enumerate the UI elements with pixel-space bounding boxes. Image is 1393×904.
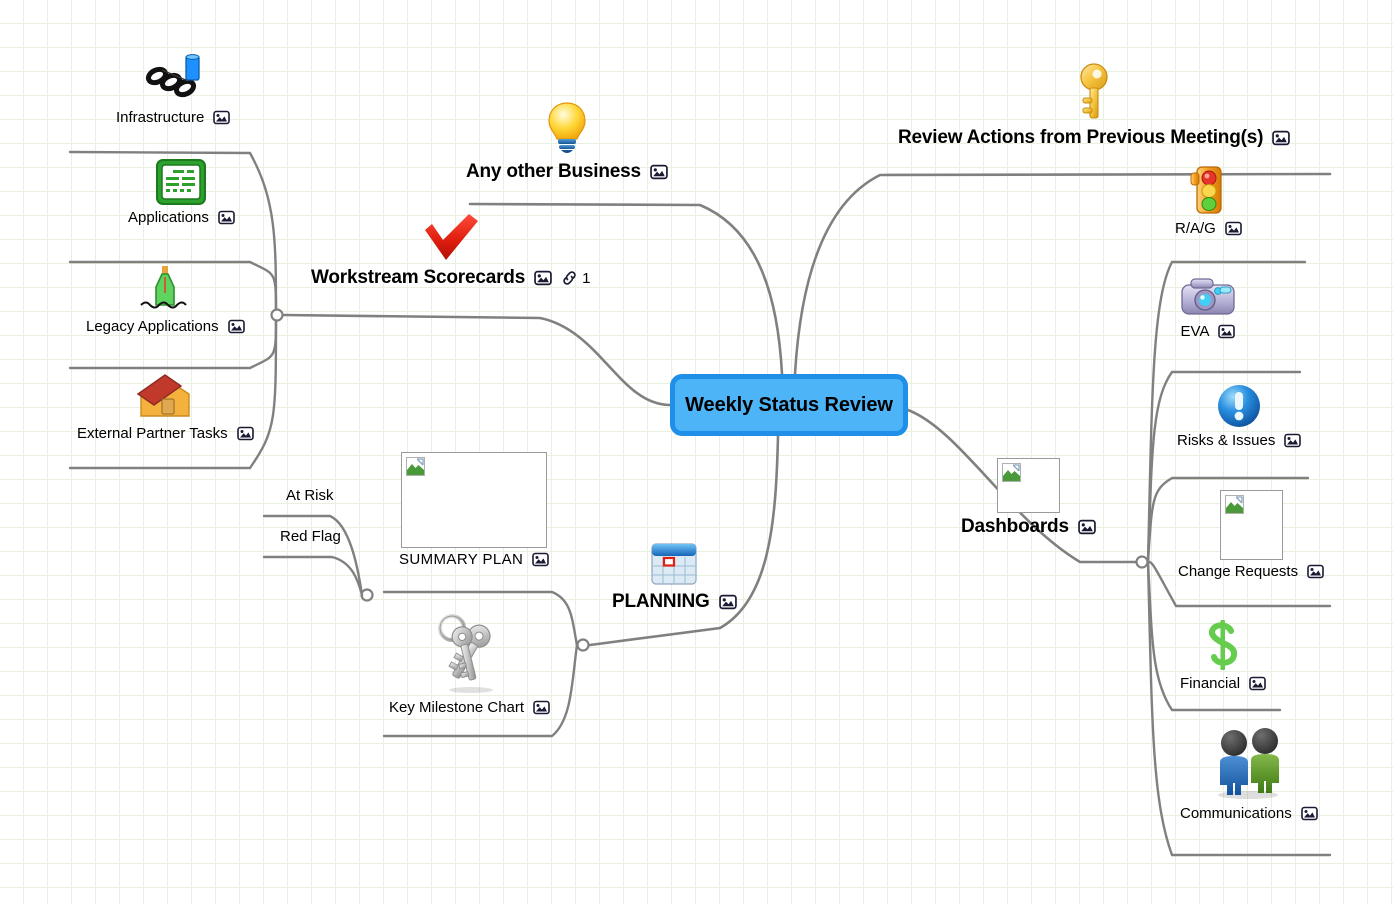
node-applications[interactable]: Applications xyxy=(128,158,235,226)
node-summary-plan[interactable]: SUMMARY PLAN xyxy=(399,452,550,568)
two-people-icon xyxy=(1210,726,1288,802)
node-label: Key Milestone Chart xyxy=(389,699,525,716)
node-change-requests[interactable]: Change Requests xyxy=(1178,490,1324,580)
hyperlink-count: 1 xyxy=(582,269,591,287)
red-checkmark-icon xyxy=(419,212,483,264)
broken-image-glyph xyxy=(406,457,426,481)
calendar-icon xyxy=(649,540,699,588)
node-label: PLANNING xyxy=(612,591,710,612)
node-label: Any other Business xyxy=(466,161,641,182)
message-in-bottle-icon xyxy=(138,263,192,315)
node-label: R/A/G xyxy=(1175,220,1216,237)
green-form-icon xyxy=(155,158,207,206)
picture-attachment-icon[interactable] xyxy=(1284,433,1302,448)
node-external-partner-tasks[interactable]: External Partner Tasks xyxy=(77,372,254,442)
label-row-communications: Communications xyxy=(1180,805,1318,822)
node-dashboards[interactable]: Dashboards xyxy=(961,458,1096,538)
node-label: External Partner Tasks xyxy=(77,425,228,442)
broken-image-icon xyxy=(401,452,548,548)
picture-attachment-icon[interactable] xyxy=(236,426,254,441)
node-planning[interactable]: PLANNING xyxy=(612,540,737,613)
picture-attachment-icon[interactable] xyxy=(227,319,245,334)
picture-attachment-icon[interactable] xyxy=(1078,519,1096,535)
picture-attachment-icon[interactable] xyxy=(1272,130,1291,146)
node-label: Dashboards xyxy=(961,516,1069,537)
node-risks-and-issues[interactable]: Risks & Issues xyxy=(1177,383,1302,449)
node-label: Review Actions from Previous Meeting(s) xyxy=(898,127,1264,148)
node-label: Red Flag xyxy=(280,528,341,545)
silver-keys-icon xyxy=(427,610,513,696)
node-eva[interactable]: EVA xyxy=(1179,274,1237,340)
node-review-actions-previous-meetings[interactable]: Review Actions from Previous Meeting(s) xyxy=(898,62,1291,149)
picture-attachment-icon[interactable] xyxy=(650,164,668,180)
broken-image-icon xyxy=(1219,490,1283,560)
node-financial[interactable]: Financial xyxy=(1180,618,1266,692)
label-row-rag: R/A/G xyxy=(1175,220,1242,237)
node-at-risk[interactable]: At Risk xyxy=(286,487,334,504)
picture-attachment-icon[interactable] xyxy=(1218,324,1236,339)
label-row-infrastructure: Infrastructure xyxy=(116,109,231,126)
picture-attachment-icon[interactable] xyxy=(1225,221,1242,236)
picture-attachment-icon[interactable] xyxy=(1249,676,1266,691)
picture-attachment-icon[interactable] xyxy=(213,110,231,125)
node-label: Risks & Issues xyxy=(1177,432,1276,449)
central-node-label: Weekly Status Review xyxy=(685,393,893,416)
picture-attachment-icon[interactable] xyxy=(218,210,235,225)
label-row-any-other-business: Any other Business xyxy=(466,161,668,183)
label-row-workstream-scorecards: Workstream Scorecards 1 xyxy=(311,267,590,289)
picture-attachment-icon[interactable] xyxy=(533,700,550,715)
lightbulb-icon xyxy=(545,100,589,158)
picture-attachment-icon[interactable] xyxy=(532,552,550,567)
central-node-weekly-status-review[interactable]: Weekly Status Review xyxy=(670,374,908,436)
node-label: SUMMARY PLAN xyxy=(399,551,524,568)
label-row-external-partner-tasks: External Partner Tasks xyxy=(77,425,254,442)
label-row-key-milestone-chart: Key Milestone Chart xyxy=(389,699,550,716)
node-label: EVA xyxy=(1180,323,1210,340)
node-label: Infrastructure xyxy=(116,109,205,126)
label-row-summary-plan: SUMMARY PLAN xyxy=(399,551,550,568)
broken-image-glyph xyxy=(1001,463,1021,487)
label-row-legacy-applications: Legacy Applications xyxy=(86,318,245,335)
node-label: Workstream Scorecards xyxy=(311,267,526,288)
node-key-milestone-chart[interactable]: Key Milestone Chart xyxy=(389,610,550,716)
blue-exclamation-icon xyxy=(1216,383,1262,429)
node-label: Applications xyxy=(128,209,209,226)
label-row-risks-and-issues: Risks & Issues xyxy=(1177,432,1302,449)
broken-image-glyph xyxy=(1224,495,1244,519)
chain-database-icon xyxy=(142,48,204,106)
label-row-financial: Financial xyxy=(1180,675,1266,692)
dollar-sign-icon xyxy=(1203,618,1243,672)
picture-attachment-icon[interactable] xyxy=(1307,564,1324,579)
hyperlink-icon[interactable]: 1 xyxy=(561,270,590,286)
node-infrastructure[interactable]: Infrastructure xyxy=(116,48,231,126)
node-label: Financial xyxy=(1180,675,1241,692)
node-red-flag[interactable]: Red Flag xyxy=(280,528,341,545)
gold-key-icon xyxy=(1073,62,1115,124)
camera-icon xyxy=(1179,274,1237,320)
node-communications[interactable]: Communications xyxy=(1180,726,1318,822)
house-icon xyxy=(136,372,194,422)
label-row-dashboards: Dashboards xyxy=(961,516,1096,538)
traffic-light-icon xyxy=(1187,165,1229,217)
node-label: Communications xyxy=(1180,805,1292,822)
node-any-other-business[interactable]: Any other Business xyxy=(466,100,668,183)
label-row-applications: Applications xyxy=(128,209,235,226)
label-row-eva: EVA xyxy=(1181,323,1236,340)
node-label: Change Requests xyxy=(1178,563,1299,580)
label-row-review-actions: Review Actions from Previous Meeting(s) xyxy=(898,127,1291,149)
picture-attachment-icon[interactable] xyxy=(534,270,552,286)
label-row-change-requests: Change Requests xyxy=(1178,563,1324,580)
broken-image-icon xyxy=(996,458,1060,513)
node-legacy-applications[interactable]: Legacy Applications xyxy=(86,263,245,335)
node-workstream-scorecards[interactable]: Workstream Scorecards 1 xyxy=(311,212,590,289)
node-rag[interactable]: R/A/G xyxy=(1175,165,1242,237)
label-row-planning: PLANNING xyxy=(612,591,737,613)
node-label: Legacy Applications xyxy=(86,318,219,335)
picture-attachment-icon[interactable] xyxy=(718,594,737,610)
picture-attachment-icon[interactable] xyxy=(1300,806,1318,821)
node-label: At Risk xyxy=(286,487,334,504)
